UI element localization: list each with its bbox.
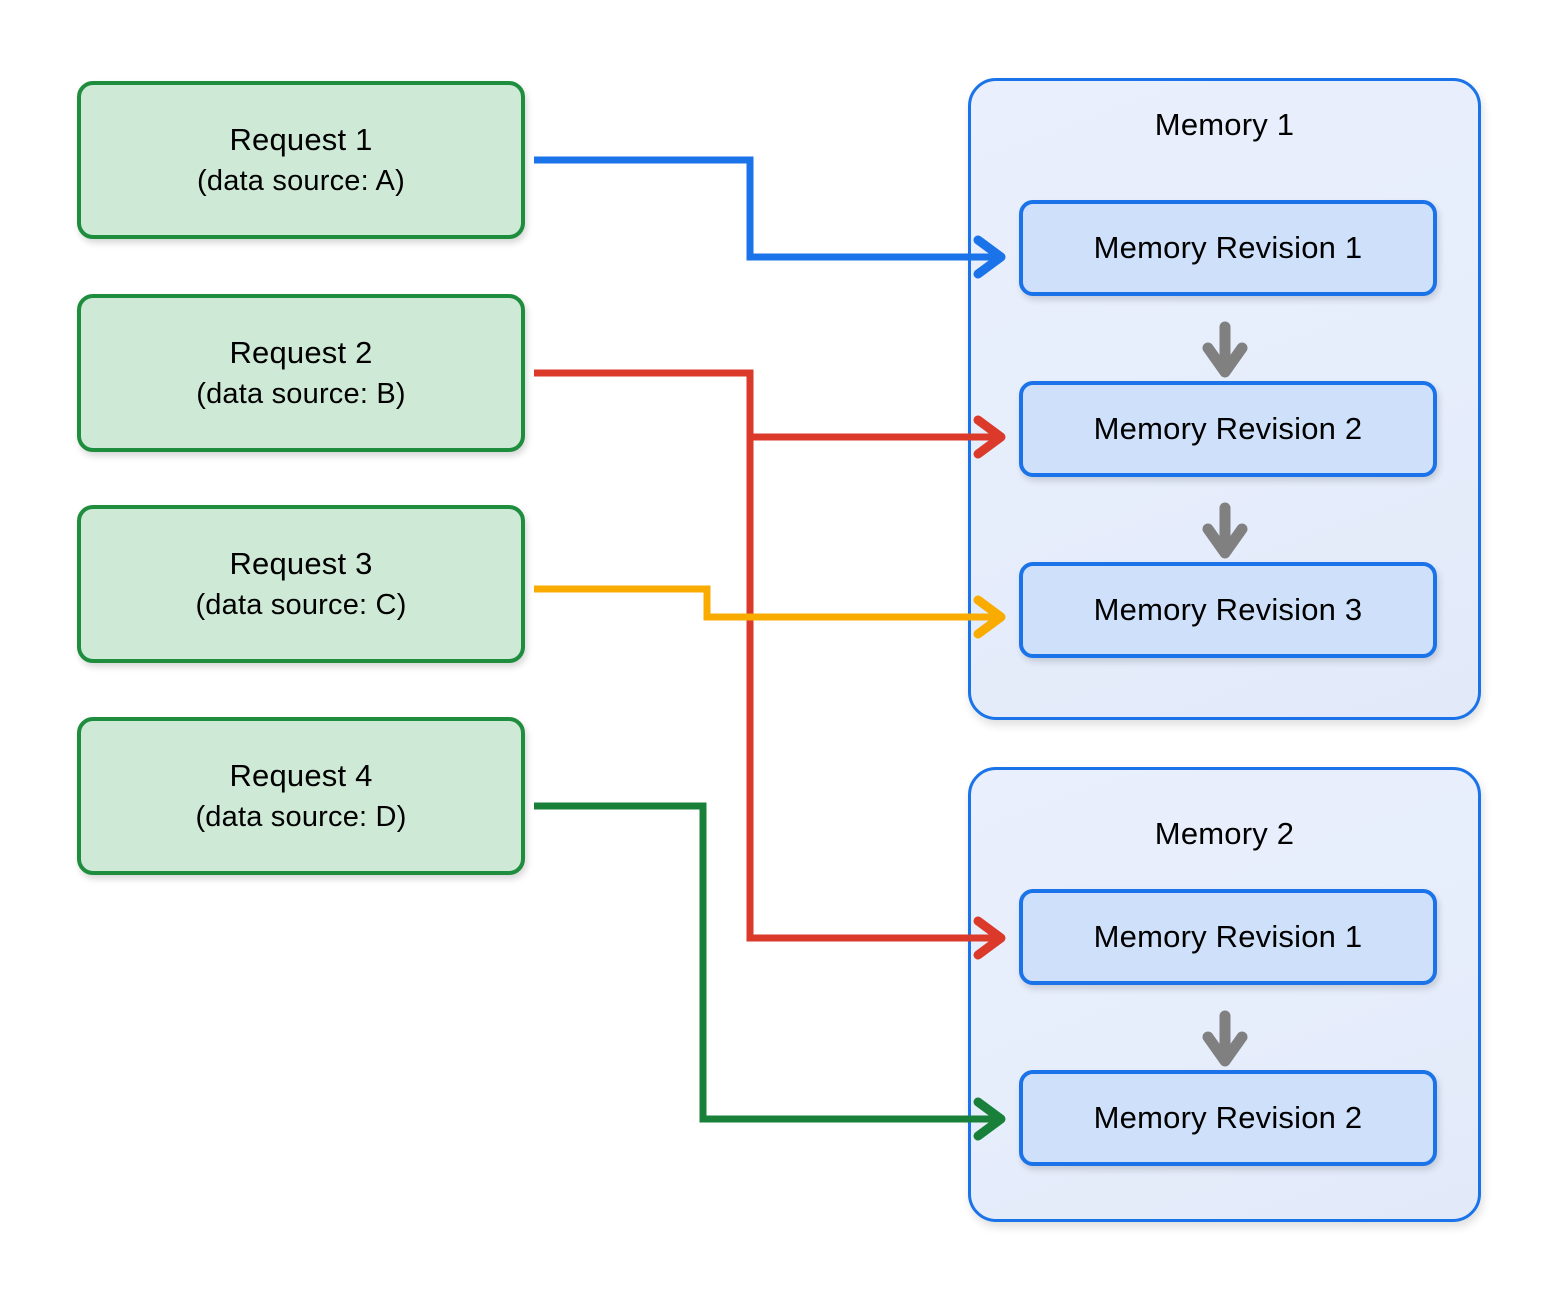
connector-line-request-4: [534, 802, 996, 1123]
request-box-2[interactable]: Request 2 (data source: B): [77, 294, 525, 452]
memory-panel-1[interactable]: Memory 1 Memory Revision 1 Memory Revisi…: [968, 78, 1481, 720]
connector-line-request-3: [534, 585, 996, 621]
connector-request-3: [534, 585, 1006, 639]
connector-request-2: [534, 369, 1006, 960]
revision-label: Memory Revision 2: [1093, 411, 1363, 446]
memory-1-revision-3[interactable]: Memory Revision 3: [1019, 562, 1437, 658]
memory-1-revision-1[interactable]: Memory Revision 1: [1019, 200, 1437, 296]
connector-request-4: [534, 802, 1006, 1141]
memory-2-revision-2[interactable]: Memory Revision 2: [1019, 1070, 1437, 1166]
request-subtitle: (data source: B): [196, 378, 406, 410]
request-box-4[interactable]: Request 4 (data source: D): [77, 717, 525, 875]
revision-label: Memory Revision 2: [1093, 1100, 1363, 1135]
connector-line-request-2-lower: [534, 369, 996, 942]
request-title: Request 4: [229, 758, 373, 793]
memory-2-revision-1[interactable]: Memory Revision 1: [1019, 889, 1437, 985]
memory-1-revision-2[interactable]: Memory Revision 2: [1019, 381, 1437, 477]
request-subtitle: (data source: D): [195, 801, 407, 833]
request-box-1[interactable]: Request 1 (data source: A): [77, 81, 525, 239]
connector-line-request-1: [534, 156, 996, 261]
memory-panel-title: Memory 1: [1154, 107, 1295, 142]
request-title: Request 3: [229, 546, 373, 581]
revision-label: Memory Revision 1: [1093, 230, 1363, 265]
request-title: Request 2: [229, 335, 373, 370]
request-subtitle: (data source: A): [197, 165, 405, 197]
connector-request-1: [534, 156, 1006, 279]
revision-label: Memory Revision 3: [1093, 592, 1363, 627]
memory-panel-title: Memory 2: [1154, 816, 1295, 851]
revision-label: Memory Revision 1: [1093, 919, 1363, 954]
request-title: Request 1: [229, 122, 373, 157]
memory-panel-2[interactable]: Memory 2 Memory Revision 1 Memory Revisi…: [968, 767, 1481, 1222]
request-subtitle: (data source: C): [195, 589, 407, 621]
request-box-3[interactable]: Request 3 (data source: C): [77, 505, 525, 663]
